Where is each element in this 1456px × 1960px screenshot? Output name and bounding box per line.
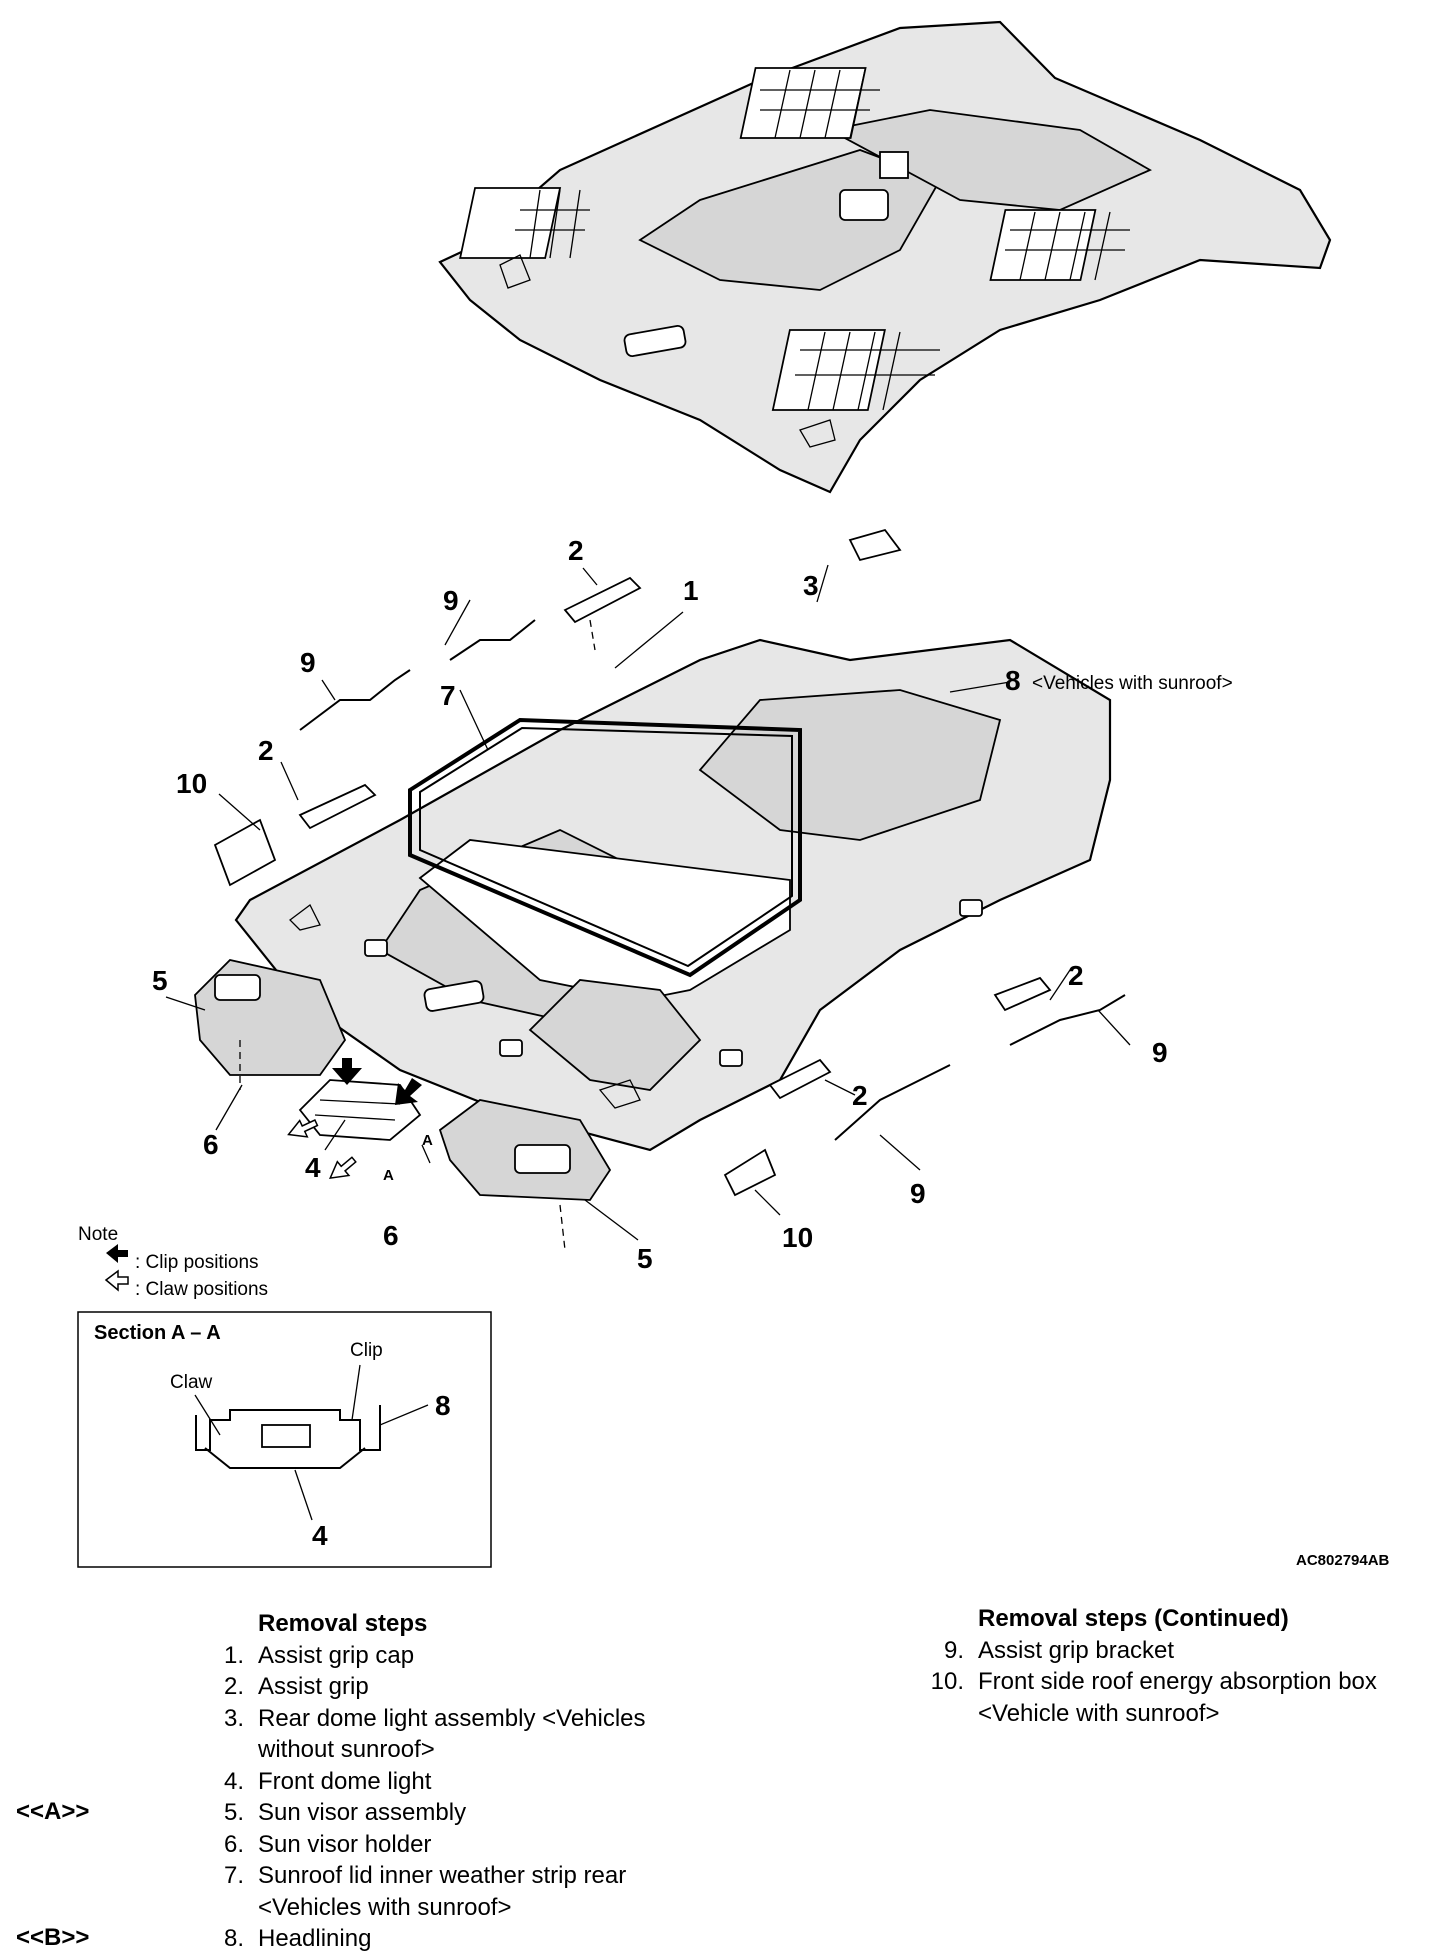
callout-10: 10 <box>782 1222 813 1253</box>
callout-2: 2 <box>568 535 584 566</box>
section-a-a-box: Section A – A Clip Claw 8 4 <box>77 1311 492 1568</box>
callout-10: 10 <box>176 768 207 799</box>
claw-label: Claw <box>170 1372 213 1393</box>
callout-2: 2 <box>1068 960 1084 991</box>
sun-visor-right <box>438 1099 612 1201</box>
sun-visor-left <box>194 959 347 1076</box>
callout-5: 5 <box>152 965 168 996</box>
leader-lines <box>165 564 1131 1251</box>
figure-code: AC802794AB <box>1296 1552 1390 1569</box>
assist-grips-and-brackets <box>213 528 1126 1197</box>
front-dome-light <box>298 1079 422 1141</box>
callout-9: 9 <box>300 647 316 678</box>
position-arrows <box>287 1058 422 1180</box>
callout-2: 2 <box>258 735 274 766</box>
note-legend: Note : Clip positions : Claw positions <box>78 1224 268 1300</box>
step-item: 9.Assist grip bracket <box>943 1636 1175 1664</box>
callout-9: 9 <box>1152 1037 1168 1068</box>
section-callout-8: 8 <box>435 1390 451 1421</box>
clip-label: Clip <box>350 1340 383 1361</box>
section-callout-4: 4 <box>312 1520 328 1551</box>
step-item: 4.Front dome light <box>223 1767 432 1795</box>
callout-2: 2 <box>852 1080 868 1111</box>
headlining-exploded-diagram: 1 2 2 2 2 3 4 5 5 6 6 7 8 <Vehicles with… <box>77 20 1390 1569</box>
claw-positions-label: : Claw positions <box>135 1279 268 1300</box>
removal-steps-title: Removal steps <box>258 1610 428 1637</box>
sunroof-weather-strip <box>408 717 802 978</box>
callout-9: 9 <box>910 1178 926 1209</box>
step-item: 10.Front side roof energy absorption box… <box>930 1668 1377 1727</box>
step-item: 7.Sunroof lid inner weather strip rear<V… <box>223 1862 627 1921</box>
headlining-with-sunroof <box>234 638 1112 1152</box>
callout-8: 8 <box>1005 665 1021 696</box>
step-item: 5.Sun visor assembly <box>223 1799 467 1826</box>
callout-6: 6 <box>203 1129 219 1160</box>
callouts: 1 2 2 2 2 3 4 5 5 6 6 7 8 <Vehicles with… <box>152 535 1233 1274</box>
section-a-marker: A <box>422 1132 433 1149</box>
step-item: 1.Assist grip cap <box>223 1641 415 1669</box>
callout-7: 7 <box>440 680 456 711</box>
section-a-marker: A <box>383 1167 394 1184</box>
step-item: 2.Assist grip <box>223 1673 369 1700</box>
callout-6: 6 <box>383 1220 399 1251</box>
energy-absorption-box-grid <box>459 67 1130 411</box>
procedure-marker-a: <<A>> <box>16 1798 90 1825</box>
removal-steps-continued: Removal steps (Continued) 9.Assist grip … <box>928 1603 1448 1729</box>
headlining-without-sunroof <box>438 20 1332 494</box>
vehicles-with-sunroof-note: <Vehicles with sunroof> <box>1032 673 1233 694</box>
claw-arrow-icon <box>104 1269 129 1292</box>
step-item: 8.Headlining <box>223 1925 372 1952</box>
callout-1: 1 <box>683 575 699 606</box>
callout-4: 4 <box>305 1152 321 1183</box>
note-title: Note <box>78 1224 118 1245</box>
step-item: 6.Sun visor holder <box>223 1830 432 1858</box>
callout-5: 5 <box>637 1243 653 1274</box>
removal-steps-continued-title: Removal steps (Continued) <box>978 1605 1289 1632</box>
section-title: Section A – A <box>94 1322 221 1344</box>
callout-9: 9 <box>443 585 459 616</box>
clip-arrow-icon <box>106 1244 128 1263</box>
procedure-marker-b: <<B>> <box>16 1924 90 1951</box>
callout-3: 3 <box>803 570 819 601</box>
removal-steps: Removal steps 1.Assist grip cap 2.Assist… <box>208 1608 768 1955</box>
clip-positions-label: : Clip positions <box>135 1252 259 1273</box>
